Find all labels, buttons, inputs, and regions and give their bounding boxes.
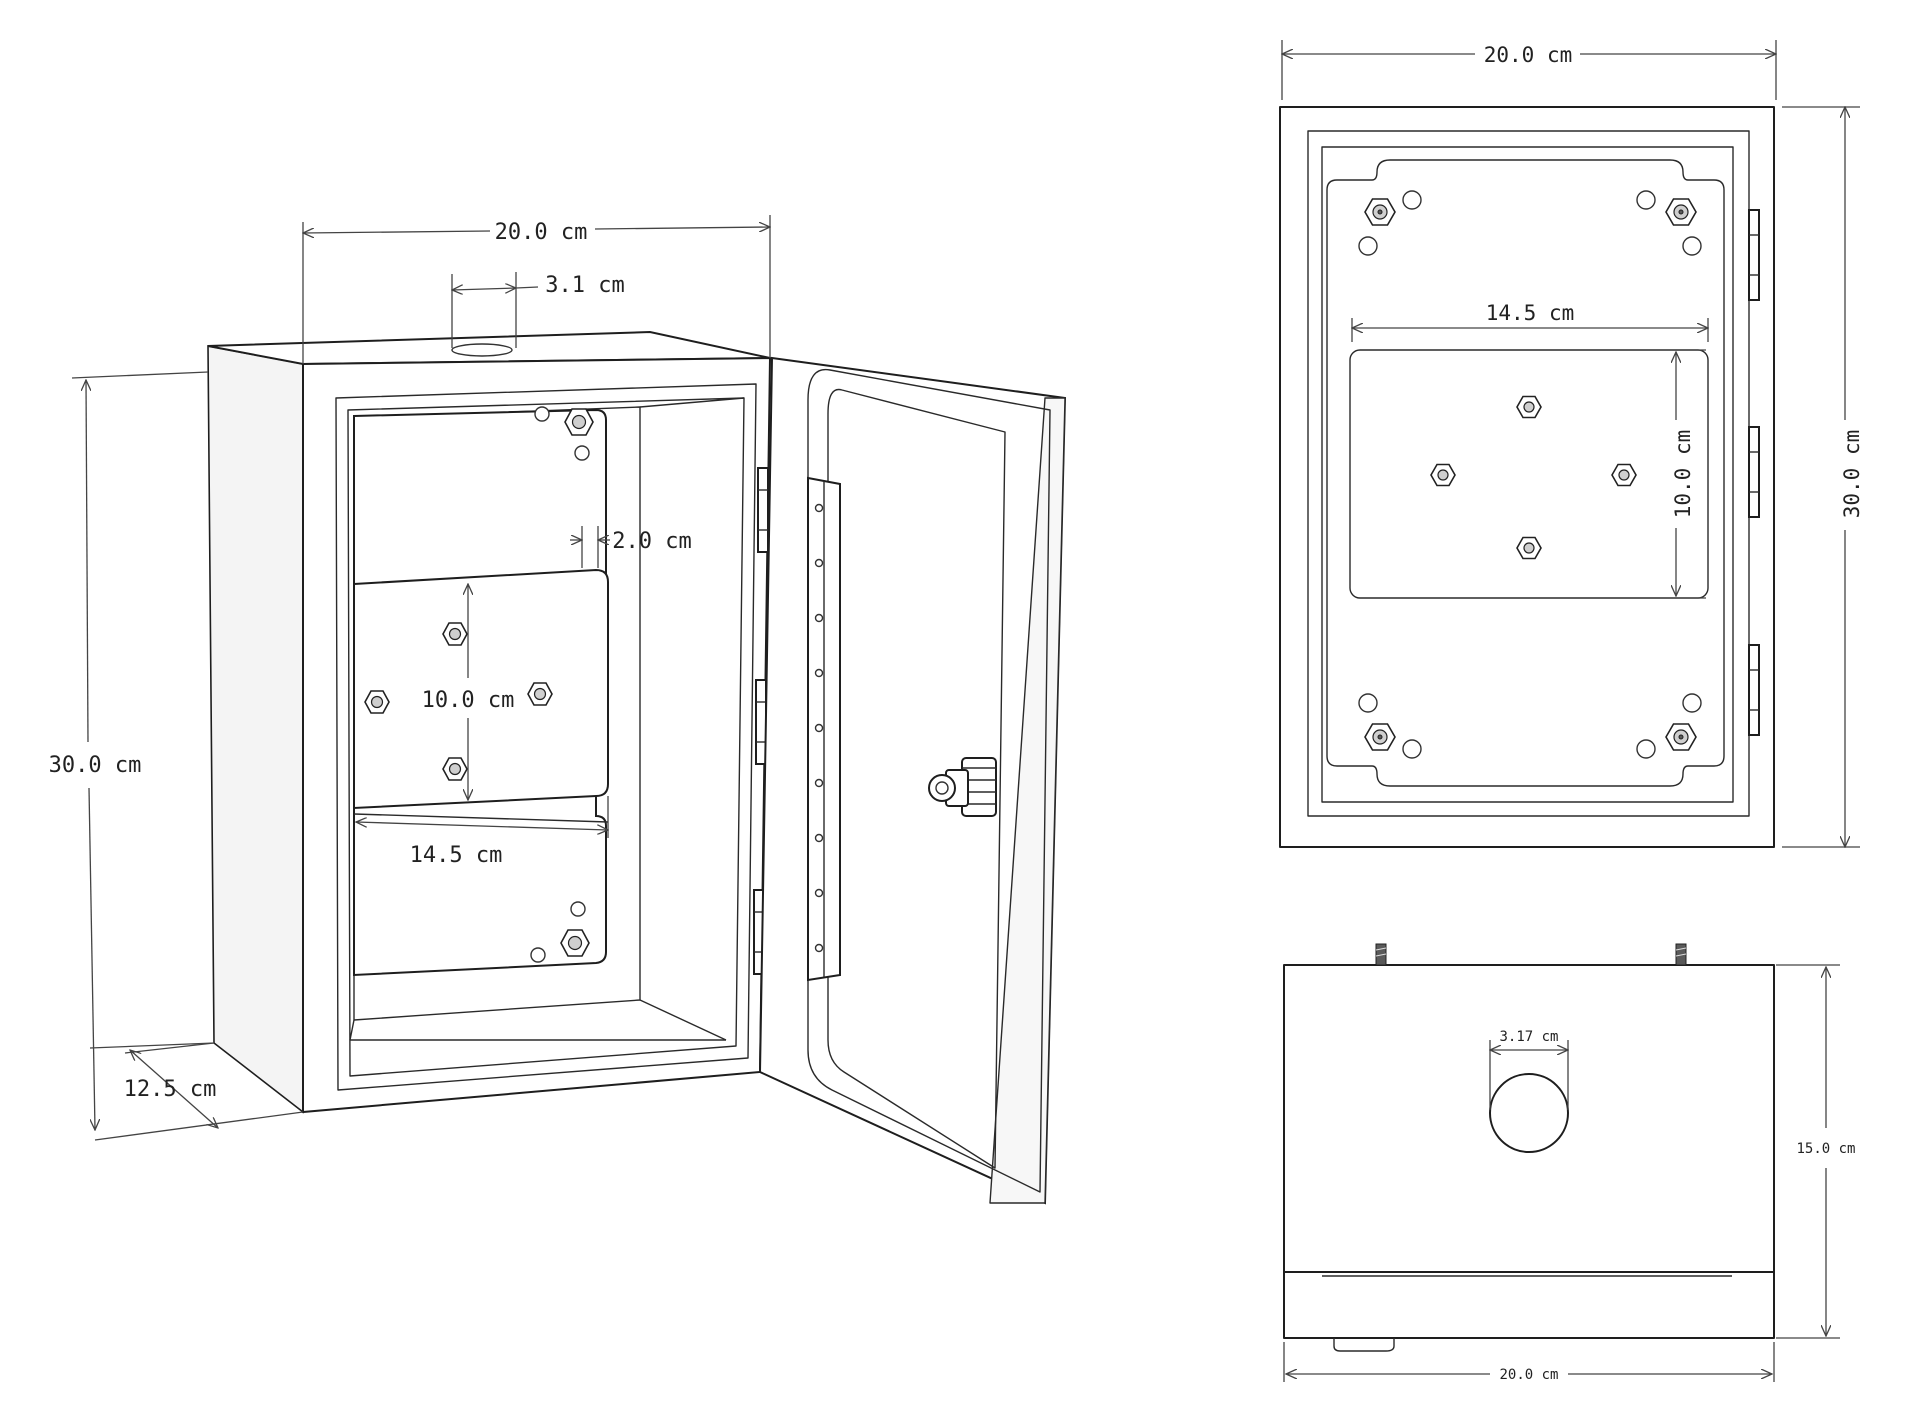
bottom-hole-label: 3.17 cm — [1499, 1029, 1558, 1045]
top-cable-hole — [451, 343, 513, 357]
iso-dim-width: 20.0 cm — [303, 215, 770, 364]
bottom-cable-hole — [1489, 1073, 1569, 1153]
bottom-view: 3.17 cm 15.0 cm 20.0 cm — [1283, 943, 1856, 1383]
front-plate-width-label: 14.5 cm — [1486, 301, 1575, 325]
bottom-dim-height: 15.0 cm — [1776, 964, 1856, 1339]
iso-dim-plate-height: 10.0 cm — [422, 584, 515, 800]
iso-dim-plate-offset: 2.0 cm — [570, 526, 692, 568]
enclosure-opening-inner — [347, 397, 745, 1077]
bottom-dim-hole: 3.17 cm — [1490, 1029, 1568, 1110]
iso-dim-plate-width: 14.5 cm — [356, 796, 608, 868]
iso-plate-offset-label: 2.0 cm — [612, 529, 691, 554]
interior-edge — [639, 397, 745, 408]
bottom-studs — [1375, 943, 1687, 966]
isometric-view: 20.0 cm 3.1 cm 30.0 cm 12.5 cm — [49, 215, 1067, 1205]
door-rail — [807, 476, 841, 982]
enclosure-side-face — [207, 345, 304, 1114]
mounting-hole — [534, 406, 550, 422]
front-height-label: 30.0 cm — [1840, 430, 1864, 519]
door-edge — [989, 397, 1066, 1204]
adapter-nuts — [364, 622, 553, 781]
door-gasket-outer — [807, 368, 1051, 1193]
door-latch — [928, 757, 997, 817]
front-mounting-plate — [1326, 159, 1725, 787]
interior-edge — [639, 999, 727, 1041]
mounting-hole — [574, 445, 590, 461]
iso-plate-width-label: 14.5 cm — [410, 843, 503, 868]
front-dim-width: 20.0 cm — [1282, 40, 1776, 100]
front-adapter-plate — [1349, 349, 1709, 599]
mounting-hole — [530, 947, 546, 963]
iso-dim-depth: 12.5 cm — [94, 1042, 304, 1141]
hinges — [753, 467, 769, 975]
front-hinges — [1748, 209, 1760, 736]
bottom-dim-width: 20.0 cm — [1283, 1342, 1775, 1383]
bottom-base — [1283, 1271, 1775, 1339]
iso-dim-top-hole: 3.1 cm — [452, 272, 625, 348]
iso-width-label: 20.0 cm — [495, 220, 588, 245]
front-dim-height: 30.0 cm — [1782, 107, 1864, 847]
iso-depth-label: 12.5 cm — [124, 1077, 217, 1102]
front-plate-height-label: 10.0 cm — [1671, 430, 1695, 519]
bottom-foot — [1333, 1338, 1395, 1352]
door-gasket-inner — [827, 388, 1006, 1169]
bottom-height-label: 15.0 cm — [1796, 1141, 1855, 1157]
mounting-nuts — [560, 408, 594, 957]
iso-height-label: 30.0 cm — [49, 753, 142, 778]
front-width-label: 20.0 cm — [1484, 43, 1573, 67]
front-frame-inner — [1321, 146, 1734, 803]
front-holes — [1358, 190, 1702, 759]
bottom-width-label: 20.0 cm — [1499, 1367, 1558, 1383]
iso-plate-height-label: 10.0 cm — [422, 688, 515, 713]
interior-edge — [349, 1019, 355, 1041]
iso-dim-height: 30.0 cm — [49, 371, 215, 1130]
front-corner-nuts — [1364, 198, 1697, 751]
mounting-hole — [570, 901, 586, 917]
front-dim-plate-width: 14.5 cm — [1352, 301, 1708, 342]
front-adapter-nuts — [1430, 395, 1637, 560]
front-view: 20.0 cm 30.0 cm 14.5 cm 10.0 cm — [1279, 40, 1864, 848]
adapter-plate — [353, 568, 609, 810]
iso-top-hole-label: 3.1 cm — [545, 273, 624, 298]
front-dim-plate-height: 10.0 cm — [1660, 349, 1706, 599]
